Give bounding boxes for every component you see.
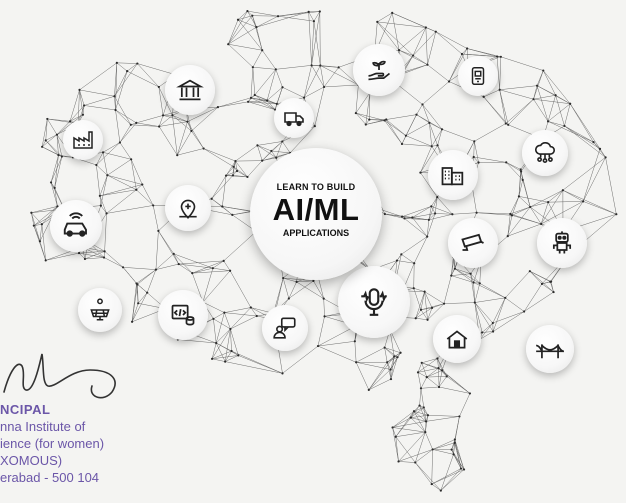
city-buildings-node: [428, 150, 478, 200]
signature-mark: [3, 353, 116, 399]
bank-icon: [176, 79, 204, 101]
solar-panel-icon: [90, 298, 110, 321]
map-location-node: [165, 185, 211, 231]
headline-main-text: AI/ML: [272, 192, 360, 227]
bridge-node: [526, 325, 574, 373]
bank-node: [165, 65, 215, 115]
chat-user-icon: [273, 317, 296, 339]
cloud-network-node: [522, 130, 568, 176]
stamp-title: NCIPAL: [0, 402, 51, 417]
plant-hand-icon: [368, 60, 391, 81]
mobile-app-icon: [471, 67, 485, 85]
delivery-van-node: [274, 98, 314, 138]
headline-badge: LEARN TO BUILD AI/ML APPLICATIONS: [250, 148, 382, 280]
stamp-line: nna Institute of: [0, 419, 86, 434]
cloud-network-icon: [534, 142, 556, 164]
cctv-camera-node: [448, 218, 498, 268]
autonomous-car-node: [50, 200, 102, 252]
delivery-van-icon: [284, 112, 304, 127]
smart-home-icon: [446, 330, 468, 349]
bridge-icon: [535, 344, 565, 359]
headline-top-text: LEARN TO BUILD: [276, 182, 356, 192]
factory-node: [63, 120, 103, 160]
principal-stamp: NCIPAL nna Institute of ience (for women…: [0, 340, 230, 503]
code-database-icon: [171, 304, 195, 326]
plant-hand-node: [353, 44, 405, 96]
voice-microphone-node: [338, 266, 410, 338]
robot-node: [537, 218, 587, 268]
city-buildings-icon: [441, 167, 464, 186]
stamp-line: ience (for women): [0, 436, 105, 451]
code-database-node: [158, 290, 208, 340]
autonomous-car-icon: [63, 212, 87, 237]
robot-icon: [552, 231, 572, 254]
headline-bottom-text: APPLICATIONS: [282, 228, 350, 238]
smart-home-node: [433, 315, 481, 363]
stamp-line: XOMOUS): [0, 453, 63, 468]
solar-panel-node: [78, 288, 122, 332]
cctv-camera-icon: [461, 233, 484, 251]
stamp-line: erabad - 500 104: [0, 470, 100, 485]
chat-user-node: [262, 305, 308, 351]
voice-microphone-icon: [361, 288, 387, 316]
mobile-app-node: [458, 56, 498, 96]
map-location-icon: [179, 199, 197, 219]
factory-icon: [73, 131, 93, 149]
